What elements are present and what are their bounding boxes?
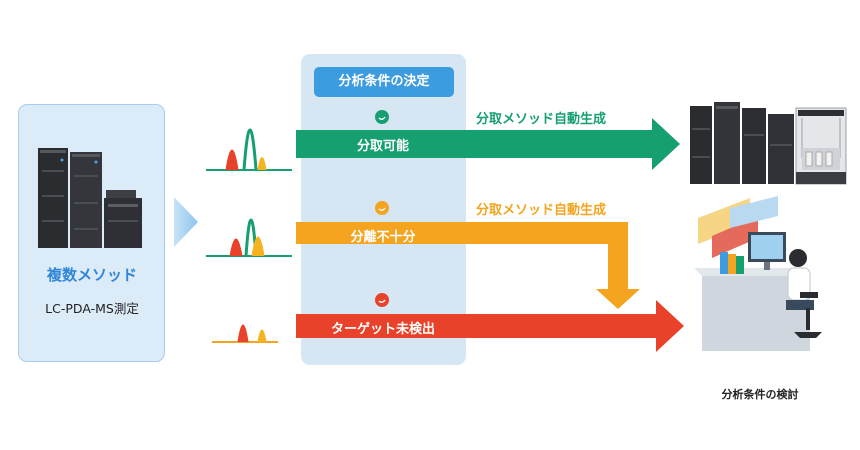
chevron-right-icon	[174, 197, 198, 247]
person-at-computer-icon	[694, 196, 822, 351]
chromatogram-icon	[206, 218, 292, 257]
lc-system-icon	[38, 148, 142, 248]
arrow-red	[296, 300, 684, 352]
row-label-not-detected: ターゲット未検出	[330, 322, 435, 337]
prep-lc-system-icon	[690, 102, 847, 185]
arrow-green	[296, 118, 680, 170]
auto-method-label-orange: 分取メソッド自動生成	[476, 203, 607, 218]
arrow-orange	[296, 222, 640, 309]
row-label-insufficient: 分離不十分	[350, 230, 416, 245]
status-dot-icon	[375, 293, 389, 307]
methods-title: 複数メソッド	[46, 266, 137, 284]
status-dot-icon	[375, 110, 389, 124]
row-label-separable: 分取可能	[356, 139, 409, 154]
analysis-conditions-caption: 分析条件の検討	[721, 388, 799, 401]
status-dot-icon	[375, 201, 389, 215]
auto-method-label-green: 分取メソッド自動生成	[476, 112, 607, 127]
chromatogram-icon	[206, 128, 292, 171]
methods-subtitle: LC-PDA-MS測定	[45, 301, 139, 316]
decision-header: 分析条件の決定	[314, 67, 454, 97]
chromatogram-icon	[212, 324, 278, 343]
